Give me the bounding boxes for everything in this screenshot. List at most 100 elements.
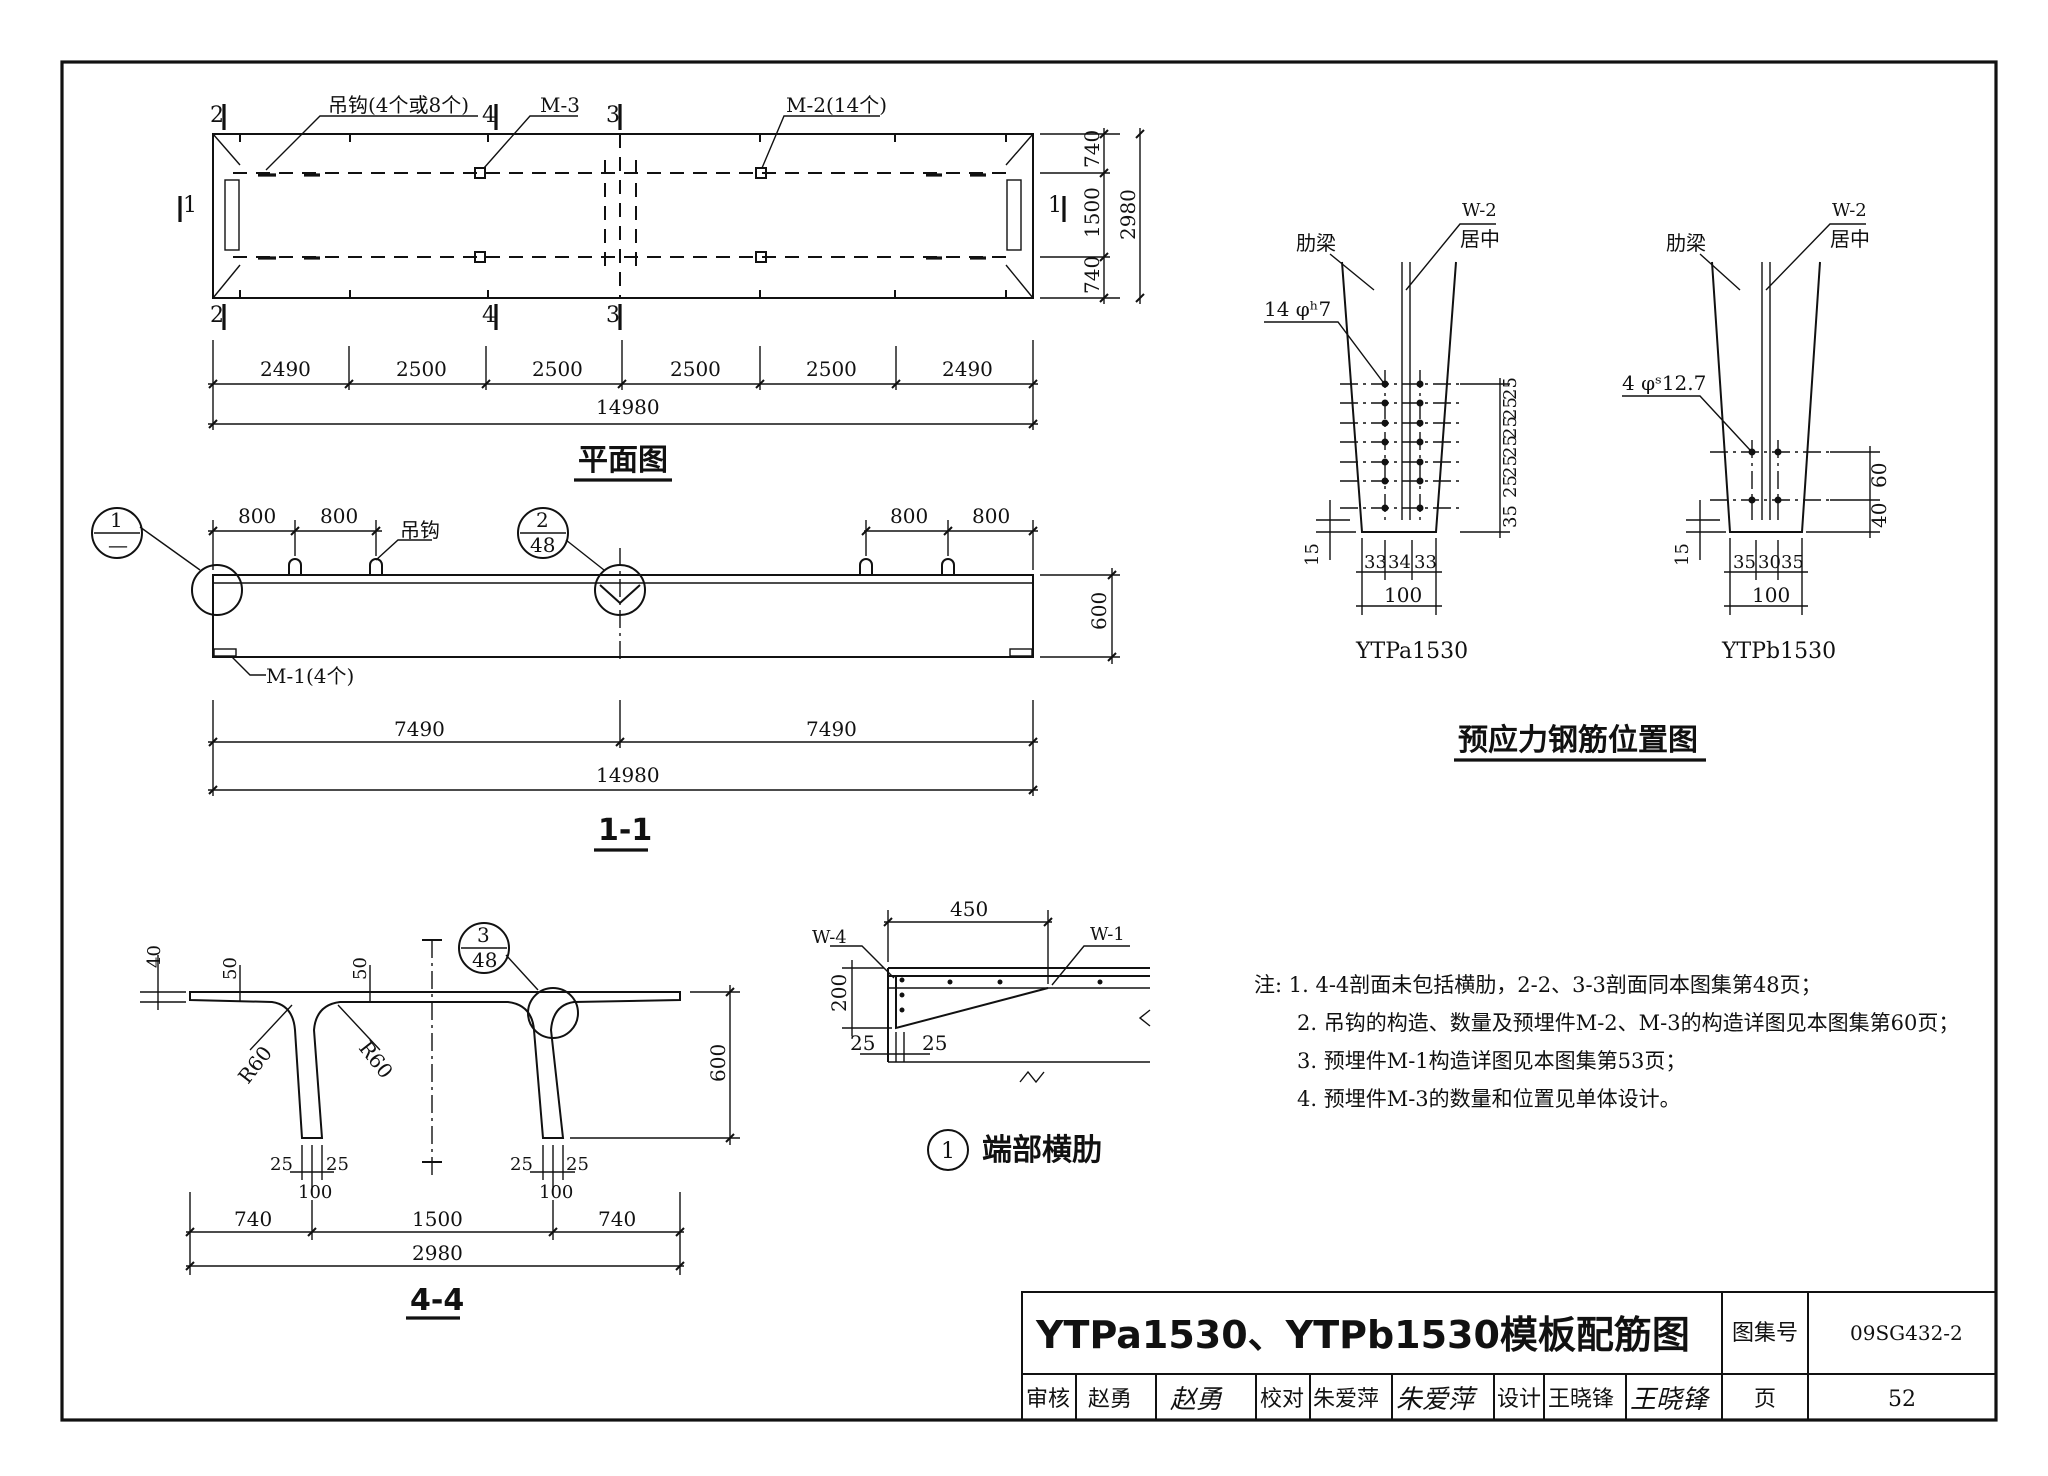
m2-plate — [755, 251, 767, 263]
atlas-number: 09SG432-2 — [1850, 1321, 1963, 1345]
cut-label: 4 — [482, 303, 496, 328]
dim-seg: 2490 — [260, 357, 311, 381]
detail-circle-2 — [594, 564, 646, 616]
m2-label: M-2(14个) — [786, 93, 887, 117]
svg-text:25: 25 — [922, 1031, 947, 1055]
flange-width-dims: 740 1500 740 2980 — [185, 1192, 685, 1275]
hook-spacing-dims: 800 800 800 800 — [208, 504, 1038, 570]
svg-text:600: 600 — [706, 1044, 730, 1082]
svg-text:35: 35 — [1733, 552, 1756, 573]
section-1-1-title: 1-1 — [598, 813, 652, 848]
dim-seg: 2500 — [396, 357, 447, 381]
center-label: 居中 — [1460, 227, 1500, 251]
steel-label: 14 φʰ7 — [1264, 297, 1331, 321]
svg-text:740: 740 — [234, 1207, 272, 1231]
rib-label: 肋梁 — [1296, 231, 1336, 255]
dim-total: 14980 — [596, 395, 660, 419]
plan-view: 2 2 4 4 3 3 1 1 吊钩(4个或8个) M-3 M-2(14个) — [178, 93, 1145, 482]
svg-text:2980: 2980 — [412, 1241, 463, 1265]
cut-label: 1 — [1048, 193, 1062, 218]
svg-text:40: 40 — [144, 945, 165, 968]
rib-label: 肋梁 — [1666, 231, 1706, 255]
cut-label: 2 — [210, 103, 224, 128]
svg-text:50: 50 — [350, 957, 371, 980]
svg-text:3: 3 — [477, 923, 490, 947]
svg-text:34: 34 — [1388, 552, 1411, 573]
designer-name: 王晓锋 — [1548, 1387, 1614, 1412]
center-label: 居中 — [1830, 227, 1870, 251]
w2-label: W-2 — [1832, 200, 1867, 221]
svg-text:15: 15 — [1302, 543, 1323, 566]
plan-horizontal-dims: 2490 2500 2500 2500 2500 2490 14980 — [208, 340, 1038, 430]
svg-text:25: 25 — [850, 1031, 875, 1055]
svg-text:25: 25 — [1500, 435, 1521, 458]
svg-text:800: 800 — [890, 504, 928, 528]
reviewer-signature: 赵勇 — [1170, 1385, 1223, 1415]
svg-text:—: — — [108, 533, 128, 557]
note-line: 3. 预埋件M-1构造详图见本图集第53页； — [1297, 1049, 1686, 1073]
svg-text:35: 35 — [1781, 552, 1804, 573]
svg-text:50: 50 — [220, 957, 241, 980]
svg-text:7490: 7490 — [394, 717, 445, 741]
drawing-title: YTPa1530、YTPb1530模板配筋图 — [1035, 1313, 1690, 1357]
cut-label: 3 — [606, 303, 620, 328]
svg-text:25: 25 — [270, 1154, 293, 1175]
svg-text:25: 25 — [1500, 397, 1521, 420]
beam-height-dim: 600 — [1040, 568, 1120, 664]
designer-signature: 王晓锋 — [1630, 1385, 1711, 1415]
note-line: 注: 1. 4-4剖面未包括横肋，2-2、3-3剖面同本图集第48页； — [1254, 973, 1822, 997]
svg-text:33: 33 — [1414, 552, 1437, 573]
end-rib-number: 1 — [941, 1139, 955, 1164]
plan-outline — [212, 133, 1034, 299]
m3-label: M-3 — [540, 93, 580, 117]
dim-740-top: 740 — [1080, 130, 1104, 168]
svg-text:1500: 1500 — [412, 1207, 463, 1231]
double-t-profile — [189, 991, 681, 1139]
section-cut-4: 4 4 — [482, 103, 498, 330]
svg-text:800: 800 — [238, 504, 276, 528]
atlas-label: 图集号 — [1732, 1321, 1798, 1346]
dim-2980: 2980 — [1116, 189, 1140, 240]
plan-hook-marks — [258, 173, 986, 260]
detail-circle-1 — [191, 564, 243, 616]
m1-label: M-1(4个) — [266, 664, 354, 688]
svg-text:600: 600 — [1087, 592, 1111, 630]
title-block: YTPa1530、YTPb1530模板配筋图 图集号 09SG432-2 审核 … — [1021, 1291, 1997, 1421]
svg-text:2: 2 — [536, 508, 549, 532]
svg-text:740: 740 — [598, 1207, 636, 1231]
section-cut-3: 3 3 — [606, 103, 622, 330]
horizontal-dims: 33 34 33 100 — [1356, 538, 1442, 615]
end-rib-detail: W-4 W-1 450 200 25 25 1 端部横肋 — [812, 897, 1151, 1171]
note-line: 2. 吊钩的构造、数量及预埋件M-2、M-3的构造详图见本图集第60页； — [1297, 1011, 1959, 1035]
svg-text:1: 1 — [110, 508, 123, 532]
w2-label: W-2 — [1462, 200, 1497, 221]
strand-dots — [1381, 380, 1424, 512]
detail-circle-3 — [527, 987, 579, 1039]
dim-seg: 2490 — [942, 357, 993, 381]
plan-vertical-dims: 740 1500 740 2980 — [1040, 128, 1145, 304]
svg-text:25: 25 — [1500, 455, 1521, 478]
w4-label: W-4 — [812, 927, 847, 948]
dim-seg: 2500 — [670, 357, 721, 381]
check-label: 校对 — [1260, 1387, 1304, 1412]
svg-text:14980: 14980 — [596, 763, 660, 787]
section-1-1: M-1(4个) 1 — 2 48 吊钩 — [91, 504, 1120, 852]
svg-text:R60: R60 — [233, 1041, 277, 1088]
svg-text:25: 25 — [566, 1154, 589, 1175]
svg-text:800: 800 — [972, 504, 1010, 528]
section-cut-2: 2 2 — [210, 103, 226, 330]
steel-label: 4 φˢ12.7 — [1622, 371, 1706, 395]
plan-title: 平面图 — [578, 443, 668, 478]
hook-label: 吊钩 — [400, 518, 440, 542]
svg-text:100: 100 — [539, 1182, 573, 1203]
detail-ref-3: 3 48 — [458, 922, 539, 991]
svg-text:200: 200 — [827, 974, 851, 1012]
notes: 注: 1. 4-4剖面未包括横肋，2-2、3-3剖面同本图集第48页； 2. 吊… — [1254, 973, 1959, 1111]
rib-width-dims: 25 25 100 25 25 100 — [270, 1145, 589, 1203]
lifting-hooks — [288, 558, 955, 575]
checker-name: 朱爱萍 — [1313, 1387, 1379, 1412]
beam-elevation — [212, 574, 1034, 658]
note-line: 4. 预埋件M-3的数量和位置见单体设计。 — [1297, 1087, 1681, 1111]
svg-text:60: 60 — [1867, 463, 1891, 488]
end-rib-title: 端部横肋 — [982, 1133, 1102, 1168]
